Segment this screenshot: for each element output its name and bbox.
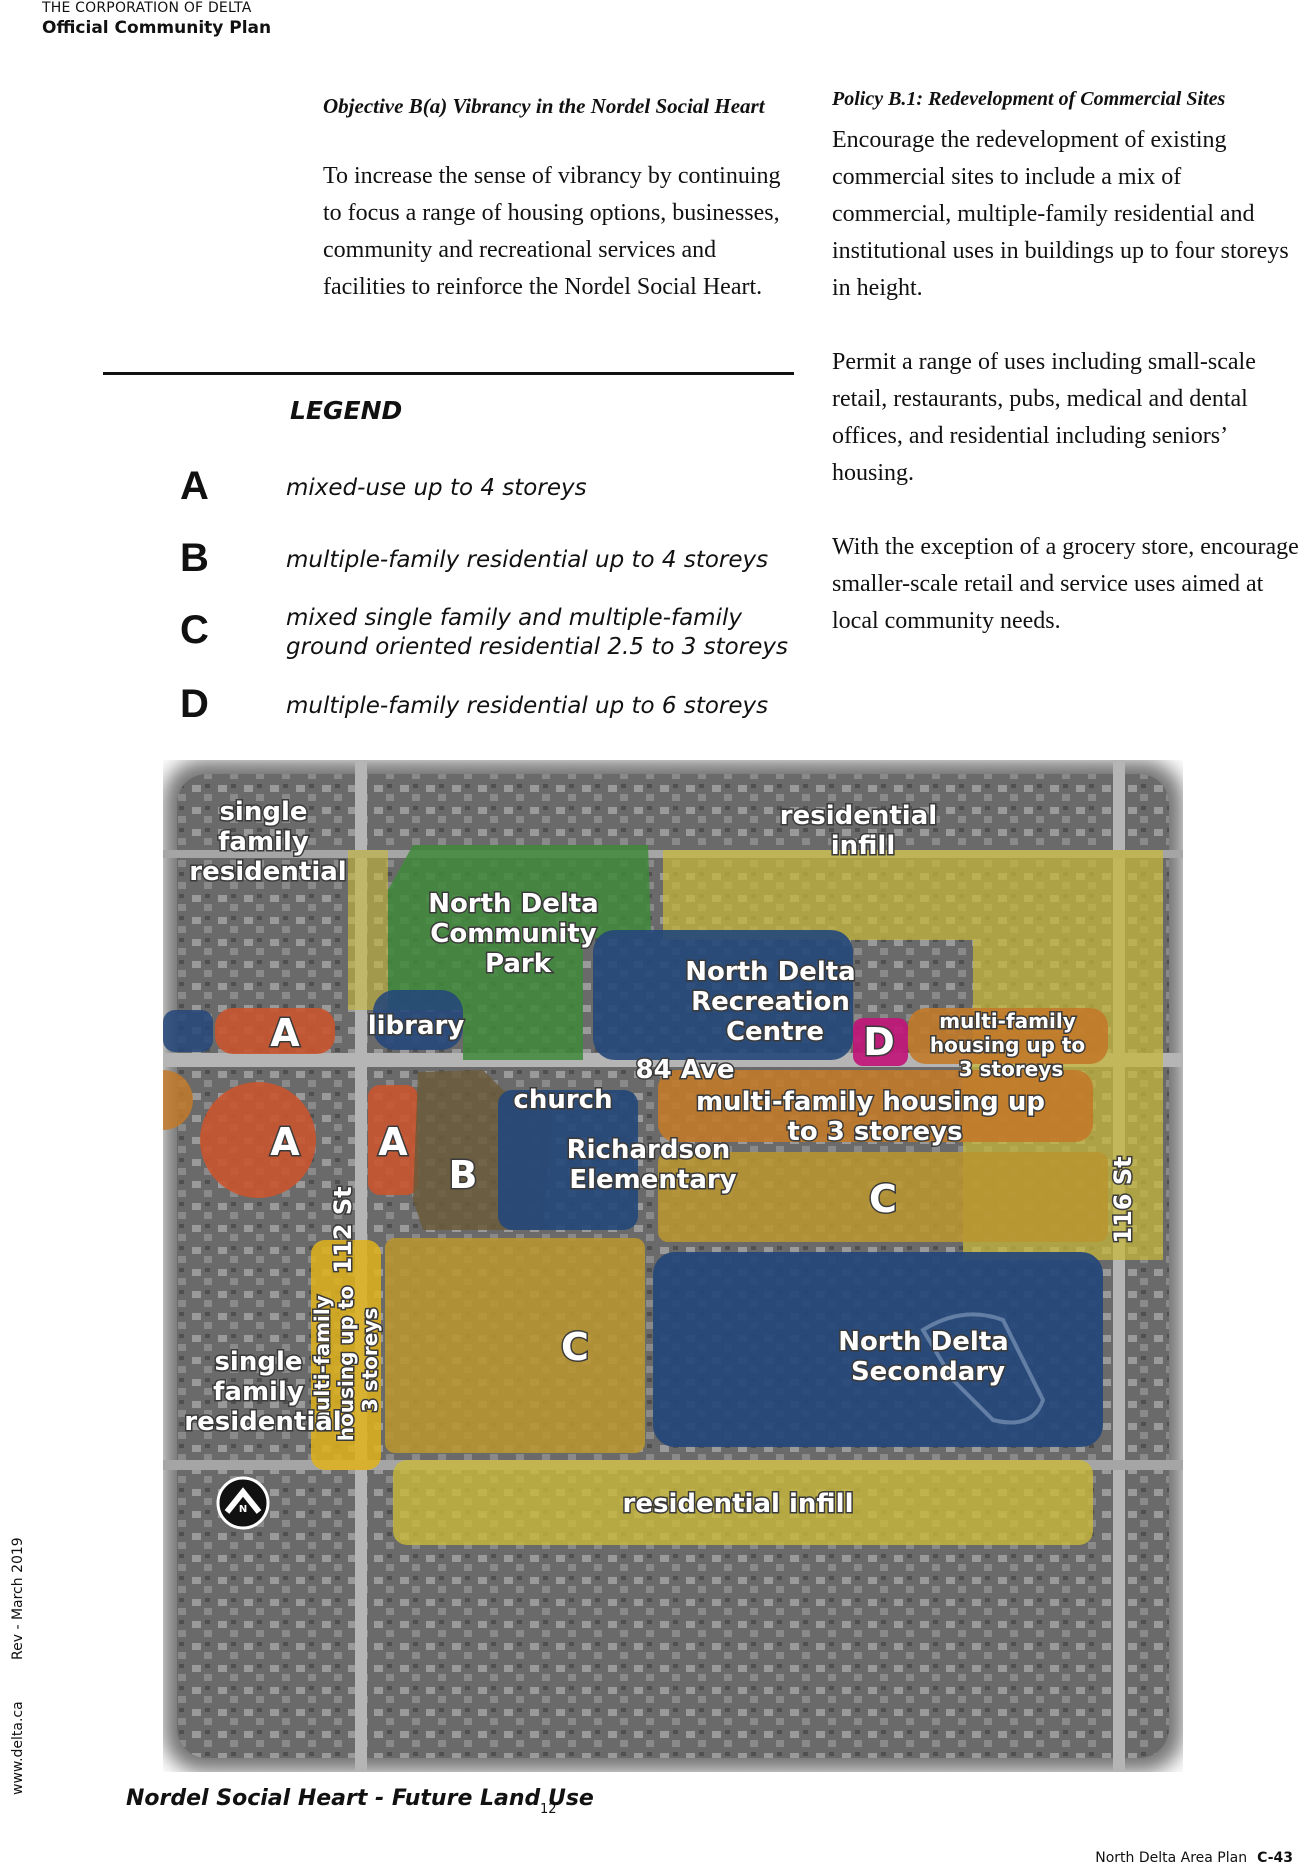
zone-letter-a: A	[270, 1120, 300, 1164]
zone-c-south	[385, 1238, 645, 1453]
zone-letter-c: C	[869, 1177, 897, 1221]
zone-multi-family-edge	[163, 1070, 193, 1130]
zone-institutional-small	[163, 1010, 213, 1052]
zone-multi-family-wide	[658, 1070, 1093, 1142]
legend-text: multiple-family residential up to 6 stor…	[286, 693, 769, 719]
zone-c-east	[658, 1152, 1108, 1242]
label-multi-family-wide: multi-family housing up to 3 storeys	[696, 1087, 1054, 1147]
legend-text: mixed-use up to 4 storeys	[286, 475, 587, 501]
label-single-family-top: single family residential	[189, 797, 346, 887]
footer: North Delta Area Plan C-43	[1095, 1850, 1293, 1866]
section-divider	[103, 372, 794, 375]
zone-a-north	[215, 1008, 335, 1054]
footer-page-number: C-43	[1257, 1850, 1293, 1866]
label-north-delta-secondary: North Delta Secondary	[838, 1327, 1018, 1387]
zone-letter-a: A	[270, 1011, 300, 1055]
legend-text: mixed single family and multiple-family …	[286, 605, 788, 660]
legend-letter: C	[180, 608, 209, 652]
zone-richardson-elementary	[498, 1090, 638, 1230]
zone-multi-family-small	[908, 1008, 1108, 1064]
zone-residential-infill-top-left	[348, 850, 388, 1010]
north-arrow-icon: N	[216, 1476, 270, 1530]
label-116-st: 116 St	[1109, 1156, 1137, 1243]
label-multi-family-small: multi-family housing up to 3 storeys	[930, 1009, 1092, 1081]
label-84-ave: 84 Ave	[635, 1055, 734, 1085]
zone-recreation-centre	[593, 930, 853, 1060]
policy-paragraph: Permit a range of uses including small-s…	[832, 349, 1256, 486]
policy-heading: Policy B.1: Redevelopment of Commercial …	[832, 88, 1226, 110]
label-community-park: North Delta Community Park	[428, 889, 608, 979]
svg-text:N: N	[239, 1504, 247, 1515]
map-caption-number: 12	[540, 1802, 557, 1817]
zone-d	[853, 1018, 908, 1066]
label-church: church	[513, 1085, 612, 1115]
zone-multi-family-vertical	[311, 1240, 381, 1470]
policy-body: Encourage the redevelopment of existing …	[832, 122, 1302, 677]
running-track	[920, 1312, 1046, 1425]
label-residential-infill-top: residential infill	[780, 801, 946, 861]
label-single-family-bottom: single family residential	[184, 1347, 341, 1437]
legend-letter: A	[180, 464, 209, 508]
map-caption: Nordel Social Heart - Future Land Use	[126, 1786, 594, 1811]
zone-library	[373, 990, 463, 1050]
zone-letter-b: B	[449, 1153, 478, 1197]
label-library: library	[368, 1011, 465, 1041]
legend-letter: B	[180, 536, 209, 580]
policy-paragraph: Encourage the redevelopment of existing …	[832, 127, 1289, 301]
zone-a-west	[200, 1082, 316, 1198]
legend-text: multiple-family residential up to 4 stor…	[286, 547, 769, 573]
zone-letter-c: C	[561, 1325, 589, 1369]
policy-paragraph: With the exception of a grocery store, e…	[832, 534, 1299, 634]
label-112-st: 112 St	[329, 1186, 357, 1273]
zone-residential-infill-bottom	[393, 1460, 1093, 1545]
legend-letter: D	[180, 682, 209, 726]
legend-title: LEGEND	[290, 396, 403, 425]
footer-plan-name: North Delta Area Plan	[1095, 1850, 1248, 1866]
header-organization: THE CORPORATION OF DELTA	[42, 0, 252, 16]
objective-body: To increase the sense of vibrancy by con…	[323, 163, 781, 300]
objective-heading: Objective B(a) Vibrancy in the Nordel So…	[323, 94, 765, 118]
zone-letter-a: A	[378, 1120, 408, 1164]
zone-letter-d: D	[863, 1020, 895, 1064]
zone-a-mid	[368, 1085, 418, 1195]
label-multi-family-vertical: multi-family housing up to 3 storeys	[310, 1279, 382, 1441]
land-use-map: single family residential residential in…	[163, 760, 1183, 1772]
header-document-title: Official Community Plan	[42, 18, 272, 38]
revision-note: Rev - March 2019	[10, 1537, 26, 1660]
label-richardson-elementary: Richardson Elementary	[567, 1135, 740, 1195]
label-residential-infill-bottom: residential infill	[623, 1489, 854, 1519]
website-note: www.delta.ca	[10, 1701, 26, 1795]
zone-north-delta-secondary	[653, 1252, 1103, 1447]
label-recreation-centre: North Delta Recreation Centre	[685, 957, 865, 1047]
